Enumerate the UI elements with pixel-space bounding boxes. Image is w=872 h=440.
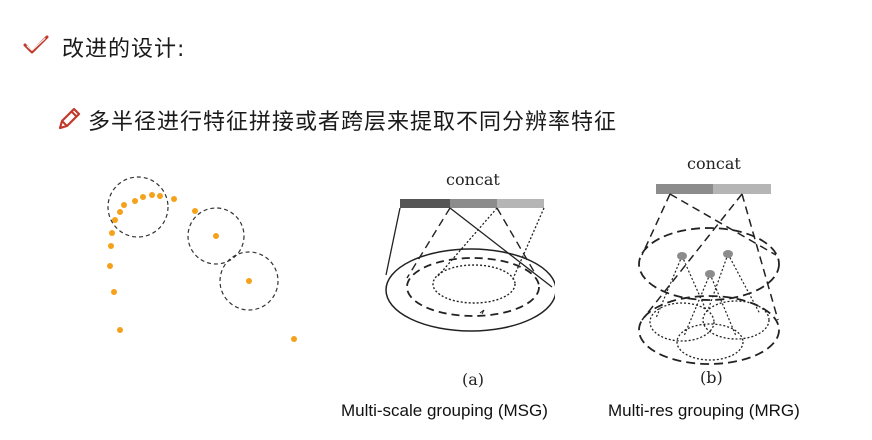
point — [291, 336, 297, 342]
feature-bar-mid — [656, 184, 713, 194]
lower-radius-ellipse — [638, 295, 780, 365]
point — [111, 289, 117, 295]
point — [132, 198, 138, 204]
slide-subheading: 多半径进行特征拼接或者跨层来提取不同分辨率特征 — [88, 110, 618, 135]
centroid-point — [677, 252, 687, 260]
point-cloud-diagram — [107, 176, 297, 342]
inner-radius-ellipse — [432, 264, 516, 304]
msg-caption: Multi-scale grouping (MSG) — [341, 401, 548, 420]
msg-concat-label: concat — [446, 170, 500, 189]
point — [246, 278, 252, 284]
pencil-icon — [58, 107, 81, 130]
centroid-point — [723, 250, 733, 258]
sub-ellipse — [702, 300, 770, 340]
msg-diagram — [385, 199, 555, 332]
feature-bar-light — [713, 184, 771, 194]
point — [121, 202, 127, 208]
point — [140, 194, 146, 200]
point — [107, 263, 113, 269]
mrg-diagram — [638, 184, 780, 365]
sub-ellipse — [649, 302, 715, 342]
slide-heading: 改进的设计: — [62, 37, 186, 62]
centroid-point — [705, 270, 715, 278]
feature-bar-light — [497, 199, 544, 208]
point — [109, 230, 115, 236]
point — [213, 233, 219, 239]
sub-ellipse — [676, 323, 744, 361]
point — [108, 243, 114, 249]
radius-circle — [107, 176, 169, 238]
point — [192, 208, 198, 214]
check-icon — [23, 35, 49, 54]
radius-circle — [219, 251, 279, 311]
point — [149, 192, 155, 198]
point — [157, 193, 163, 199]
radius-circle — [187, 207, 245, 265]
point — [117, 327, 123, 333]
mrg-concat-label: concat — [687, 154, 741, 173]
middle-radius-ellipse — [406, 257, 540, 317]
point — [112, 217, 118, 223]
point — [171, 196, 177, 202]
mrg-caption: Multi-res grouping (MRG) — [608, 401, 800, 420]
feature-bar-mid — [450, 199, 497, 208]
mrg-sublabel: (b) — [700, 368, 723, 387]
outer-radius-ellipse — [385, 248, 555, 332]
upper-radius-ellipse — [638, 227, 780, 301]
feature-bar-dark — [400, 199, 450, 208]
msg-sublabel: (a) — [462, 370, 485, 389]
point — [117, 209, 123, 215]
